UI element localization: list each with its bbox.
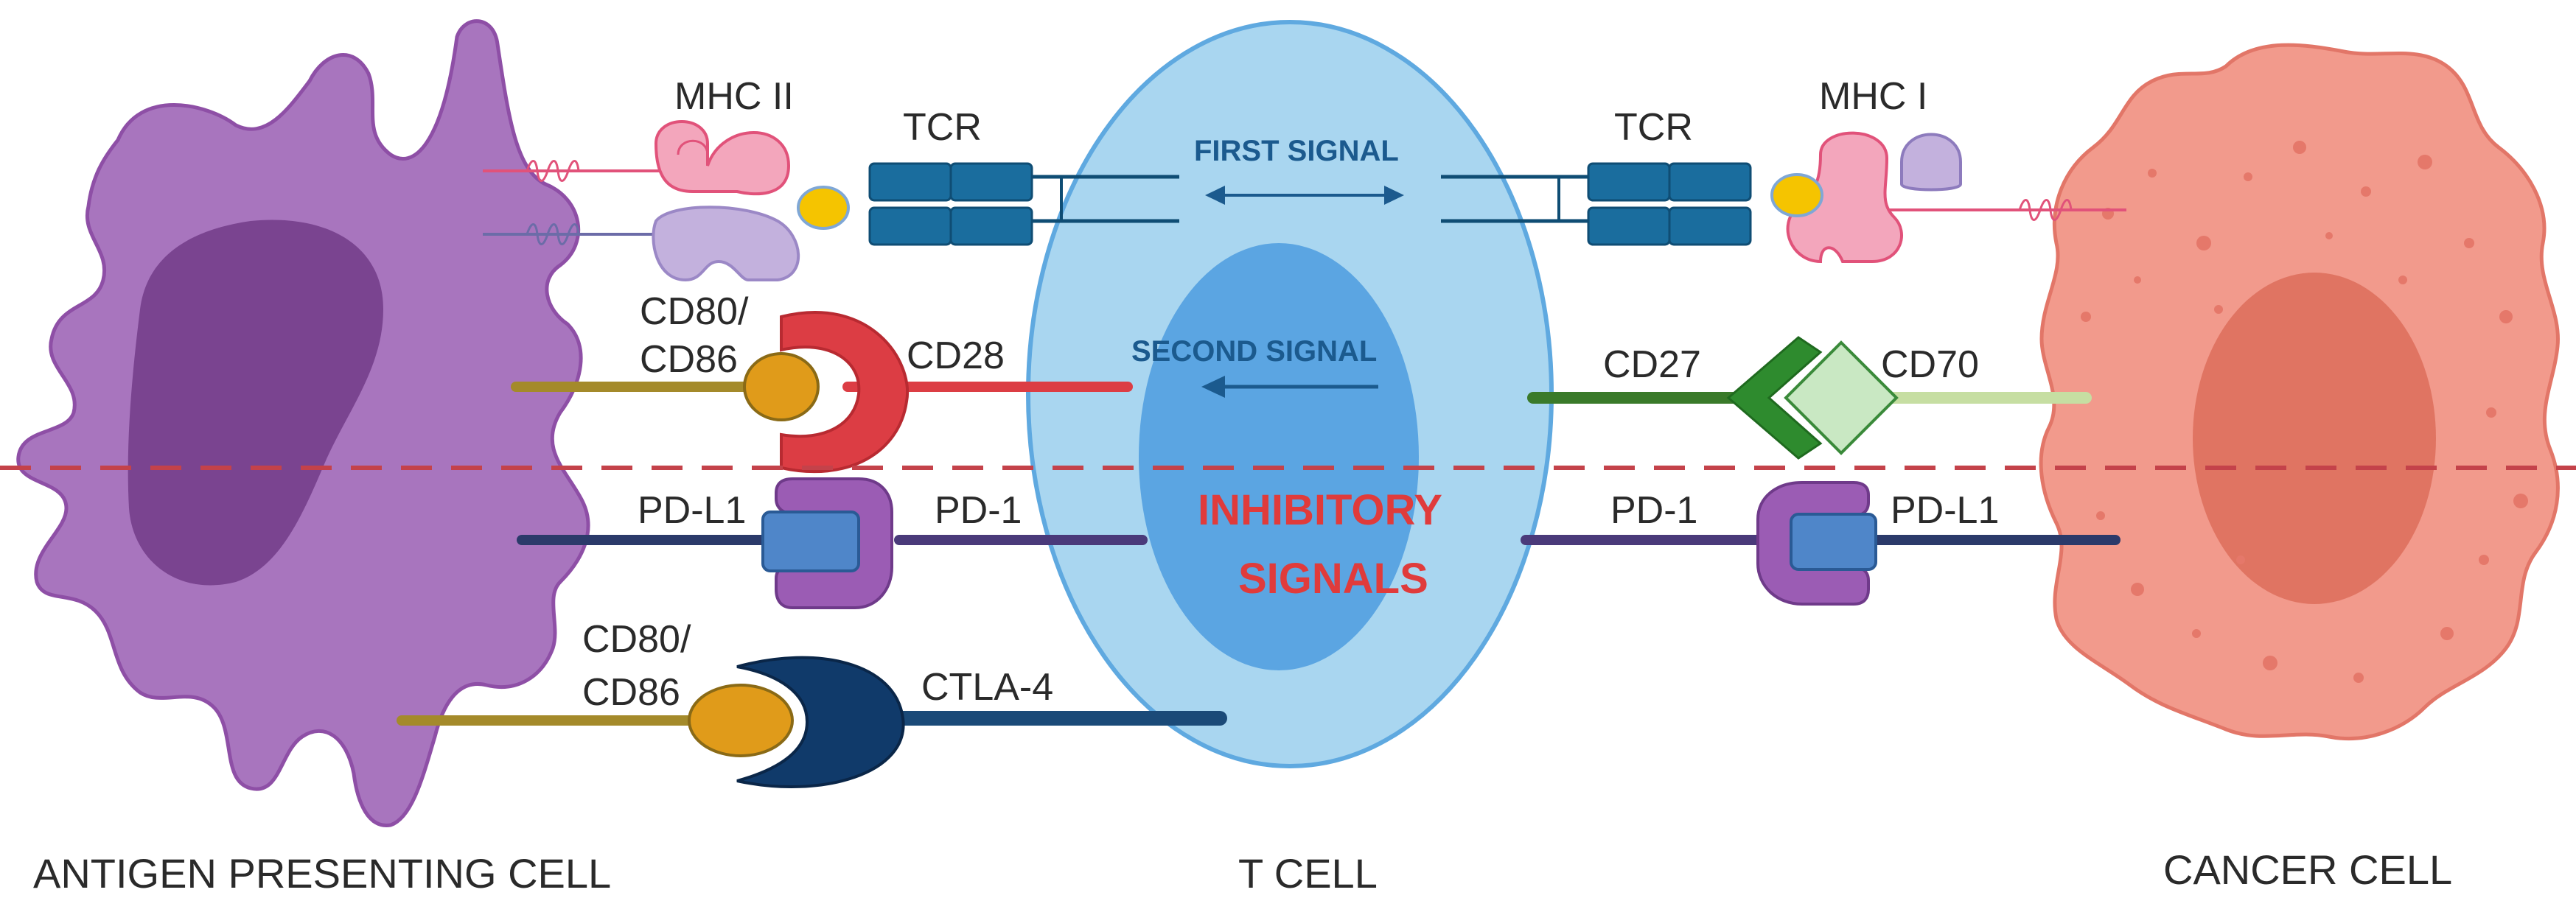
mhc2-complex: MHC II — [483, 75, 850, 282]
cd80-cd86-bottom-label-line2: CD86 — [582, 671, 680, 714]
tcr-left: TCR — [868, 106, 1179, 246]
inhibitory-label-line1: INHIBITORY — [1198, 486, 1442, 534]
first-signal-label: FIRST SIGNAL — [1194, 135, 1399, 167]
tcr-right-label: TCR — [1614, 106, 1693, 149]
pdl1-left-label: PD-L1 — [638, 489, 746, 532]
mhc1-complex: MHC I — [1770, 75, 2126, 264]
pdl1-left-ligand-icon — [761, 511, 860, 572]
cd80-ligand-icon — [743, 352, 820, 421]
pdl1-right-label: PD-L1 — [1891, 489, 1999, 532]
cd80-ctla4-pair: CD80/ CD86 CTLA-4 — [397, 618, 1227, 788]
cd80-ligand-bottom-icon — [688, 684, 794, 757]
arrow-left-second-icon — [1201, 376, 1225, 398]
cancer-cell — [2039, 43, 2560, 741]
t-cell-nucleus — [1139, 243, 1419, 670]
arrow-right-icon — [1384, 186, 1404, 205]
pdl1-right-ligand-icon — [1790, 513, 1877, 571]
cd28-label: CD28 — [907, 334, 1005, 377]
ctla4-label: CTLA-4 — [921, 666, 1053, 709]
pdl1-pd1-left-pair: PD-L1 PD-1 — [517, 477, 1148, 609]
ctla4-receptor-icon — [736, 656, 905, 788]
t-cell-label: T CELL — [1238, 850, 1378, 897]
cancer-cell-label: CANCER CELL — [2163, 846, 2452, 893]
first-signal: FIRST SIGNAL — [1194, 135, 1404, 205]
mhc2-label: MHC II — [674, 75, 794, 118]
inhibitory-label-line2: SIGNALS — [1238, 555, 1428, 603]
apc-label: ANTIGEN PRESENTING CELL — [33, 850, 611, 897]
cd80-cd86-top-label-line1: CD80/ — [640, 290, 749, 333]
t-cell — [1026, 20, 1554, 768]
cd80-cd86-top-label-line2: CD86 — [640, 338, 738, 381]
cd80-cd28-pair: CD80/ CD86 CD28 — [511, 290, 1133, 474]
arrow-left-icon — [1205, 186, 1225, 205]
cd80-cd86-bottom-label-line1: CD80/ — [582, 618, 691, 661]
second-signal-label: SECOND SIGNAL — [1131, 335, 1377, 368]
cd70-label: CD70 — [1881, 343, 1979, 386]
tcr-right: TCR — [1441, 106, 1752, 246]
tcr-left-label: TCR — [903, 106, 982, 149]
cd70-ligand-icon — [1784, 340, 1899, 455]
apc-nucleus — [128, 220, 383, 586]
cd27-receptor-icon — [1726, 336, 1823, 460]
mhc1-label: MHC I — [1819, 75, 1927, 118]
second-signal: SECOND SIGNAL — [1131, 335, 1378, 398]
cancer-cell-nucleus — [2193, 273, 2436, 604]
inhibitory-signals: INHIBITORY SIGNALS — [1198, 486, 1442, 603]
antigen-peptide-right-icon — [1770, 173, 1823, 217]
pd1-pdl1-right-pair: PD-1 PD-L1 — [1521, 481, 2121, 606]
cancer-cell-granules — [2081, 141, 2528, 683]
cd27-label: CD27 — [1603, 343, 1701, 386]
antigen-presenting-cell — [16, 19, 590, 827]
cd27-cd70-pair: CD27 CD70 — [1527, 336, 2092, 460]
antigen-peptide-icon — [797, 186, 850, 230]
pd1-right-label: PD-1 — [1610, 489, 1697, 532]
pd1-left-label: PD-1 — [935, 489, 1022, 532]
